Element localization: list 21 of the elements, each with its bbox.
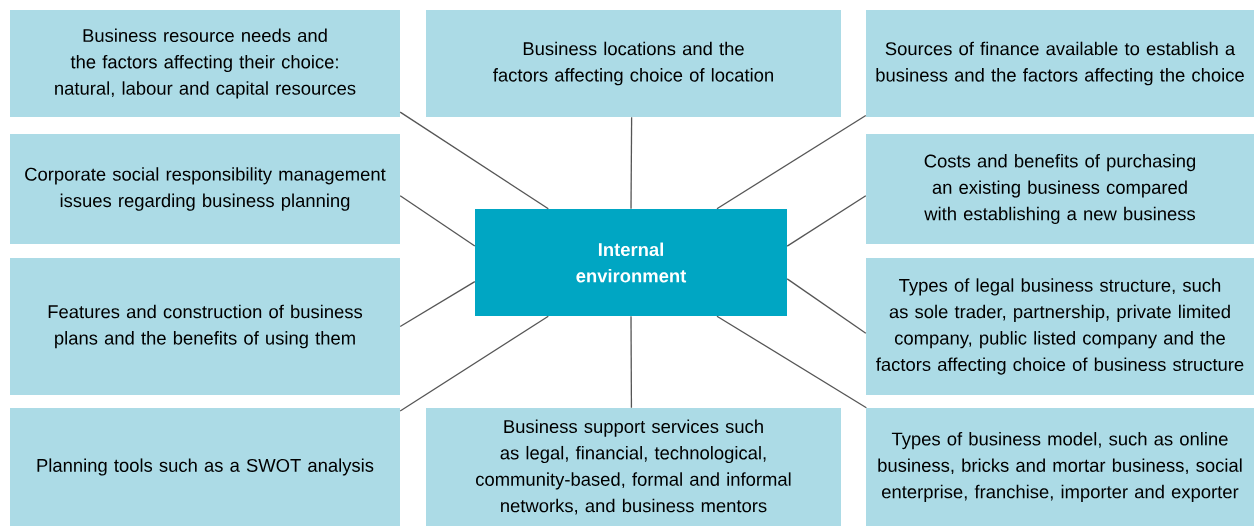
topic-box: Sources of finance available to establish a business and the factors affecting the choice [866, 10, 1254, 117]
hub-box: Internal environment [475, 209, 787, 316]
topic-box: Features and construction of business plans and the benefits of using them [10, 258, 400, 395]
connector-line [630, 116, 633, 210]
topic-box: Costs and benefits of purchasing an existing business compared with establishing a new business [866, 134, 1254, 244]
topic-box: Types of legal business structure, such as sole trader, partnership, private limited company, public listed company and the factors affecting choice of business structure [866, 258, 1254, 395]
connector-line [399, 281, 476, 328]
topic-box: Types of business model, such as online business, bricks and mortar business, social enterprise, franchise, importer and exporter [866, 408, 1254, 526]
connector-line [399, 195, 476, 247]
topic-box: Business resource needs and the factors affecting their choice: natural, labour and capital resources [10, 10, 400, 117]
connector-line [786, 195, 867, 247]
connector-line [630, 315, 633, 409]
topic-box: Business locations and the factors affecting choice of location [426, 10, 841, 117]
topic-box: Planning tools such as a SWOT analysis [10, 408, 400, 526]
topic-box: Business support services such as legal, financial, technological, community-based, formal and informal networks, and business mentors [426, 408, 841, 526]
connector-line [399, 111, 549, 210]
connector-line [786, 278, 867, 334]
connector-line [716, 315, 867, 409]
connector-line [716, 114, 867, 210]
connector-line [399, 315, 549, 412]
topic-box: Corporate social responsibility management issues regarding business planning [10, 134, 400, 244]
